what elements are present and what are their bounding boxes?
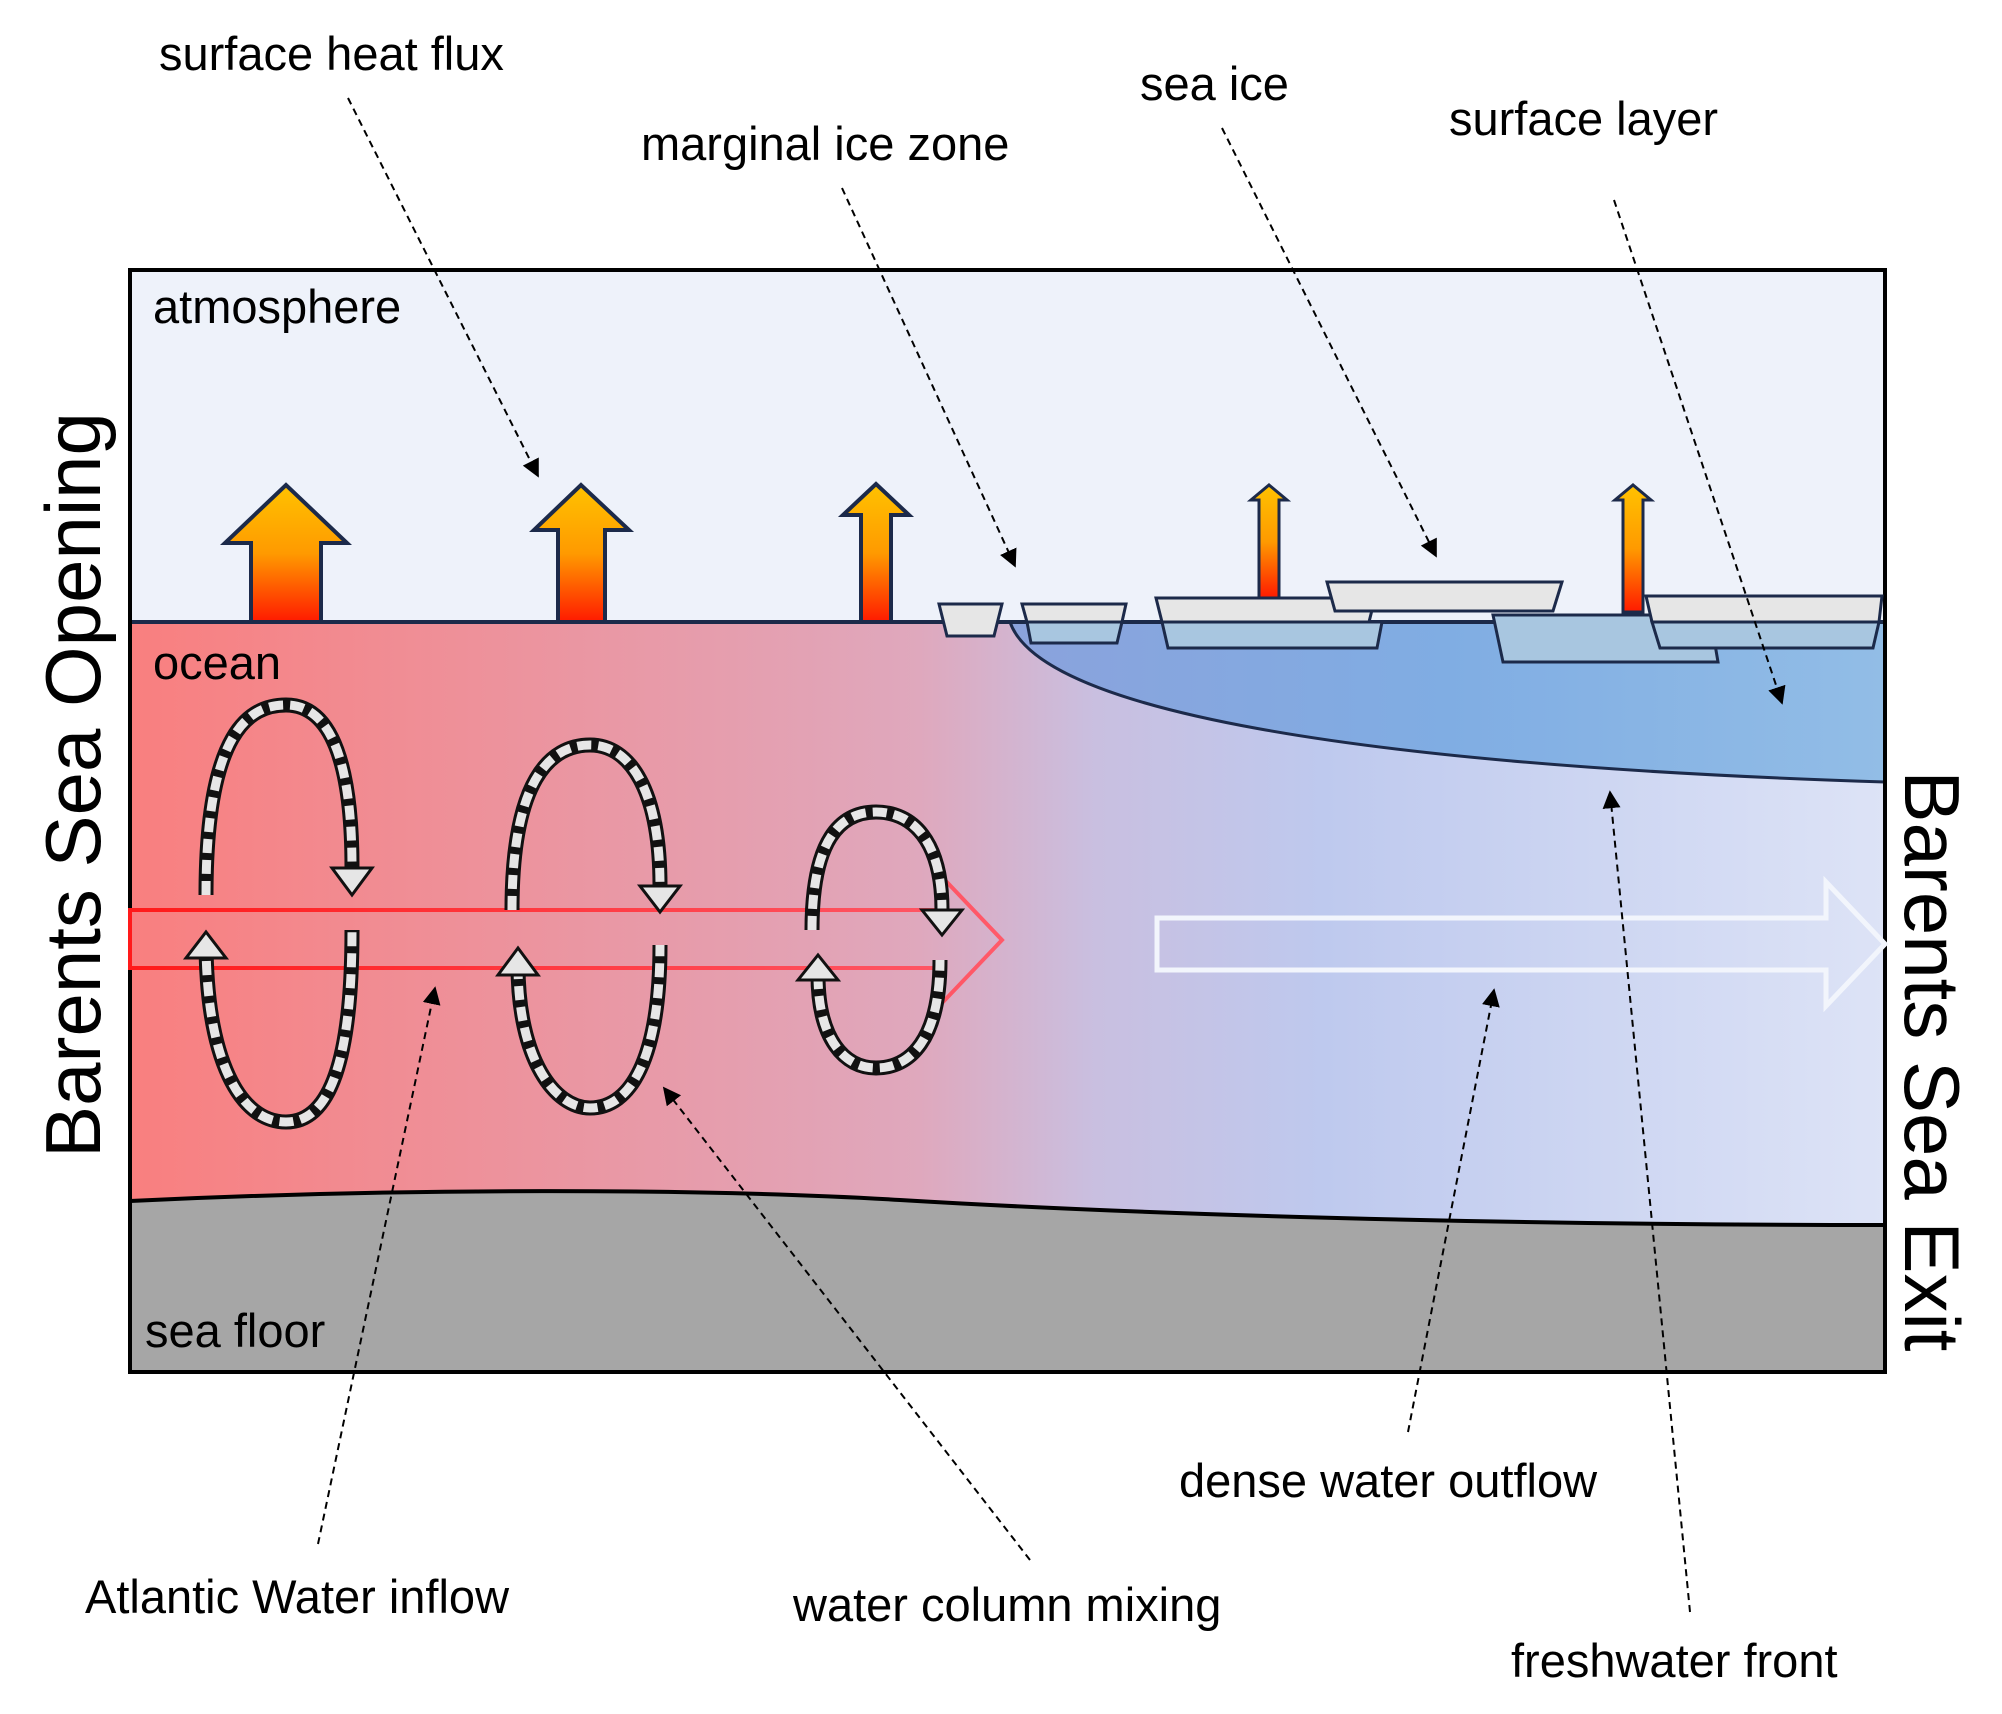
label-sea-floor: sea floor <box>145 1304 325 1357</box>
mixing-loop-1 <box>182 697 375 1130</box>
leader-freshwater-front <box>1602 790 1691 1613</box>
leader-lines <box>317 97 1786 1613</box>
ice-floe-2 <box>1020 602 1128 624</box>
heat-flux-arrow-4 <box>1246 483 1292 600</box>
label-barents-sea-exit: Barents Sea Exit <box>1888 771 1976 1352</box>
ice-floe-6 <box>1644 594 1884 624</box>
heat-flux-arrow-5 <box>1610 483 1656 614</box>
label-freshwater-front: freshwater front <box>1511 1634 1838 1687</box>
ice-floe-6-submerged <box>1649 620 1881 650</box>
leader-sea-ice <box>1221 127 1437 558</box>
sea-ice-floes <box>937 580 1884 664</box>
heat-flux-arrow-3 <box>837 481 915 624</box>
label-surface-layer: surface layer <box>1449 92 1718 145</box>
label-atlantic-water-inflow: Atlantic Water inflow <box>85 1570 510 1623</box>
leader-atlantic-water-inflow <box>317 986 441 1545</box>
heat-flux-arrow-1 <box>219 482 353 624</box>
dense-outflow-arrow <box>1154 875 1889 1013</box>
label-sea-ice: sea ice <box>1140 57 1289 110</box>
label-dense-water-outflow: dense water outflow <box>1179 1454 1598 1507</box>
ice-floe-1 <box>937 602 1004 638</box>
leader-marginal-ice-zone <box>841 187 1017 568</box>
leader-surface-layer <box>1613 199 1786 705</box>
diagram-frame <box>128 268 1887 1374</box>
mixing-loop-2 <box>495 737 684 1116</box>
ice-floe-4 <box>1325 580 1565 613</box>
leader-surface-heat-flux <box>347 97 539 478</box>
label-atmosphere: atmosphere <box>153 280 401 333</box>
heat-flux-arrow-2 <box>529 482 635 624</box>
label-ocean: ocean <box>153 636 281 689</box>
label-barents-sea-opening: Barents Sea Opening <box>29 412 117 1158</box>
ice-floe-3-submerged <box>1160 620 1384 650</box>
mixing-loop-3 <box>794 804 966 1076</box>
sea-floor-region <box>128 1189 1887 1374</box>
ice-floe-2-submerged <box>1025 620 1124 645</box>
leader-dense-water-outflow <box>1407 988 1500 1433</box>
label-marginal-ice-zone: marginal ice zone <box>641 117 1009 170</box>
mixing-loops <box>182 697 966 1130</box>
label-water-column-mixing: water column mixing <box>792 1578 1221 1631</box>
label-surface-heat-flux: surface heat flux <box>159 27 504 80</box>
leader-water-column-mixing <box>662 1086 1031 1561</box>
